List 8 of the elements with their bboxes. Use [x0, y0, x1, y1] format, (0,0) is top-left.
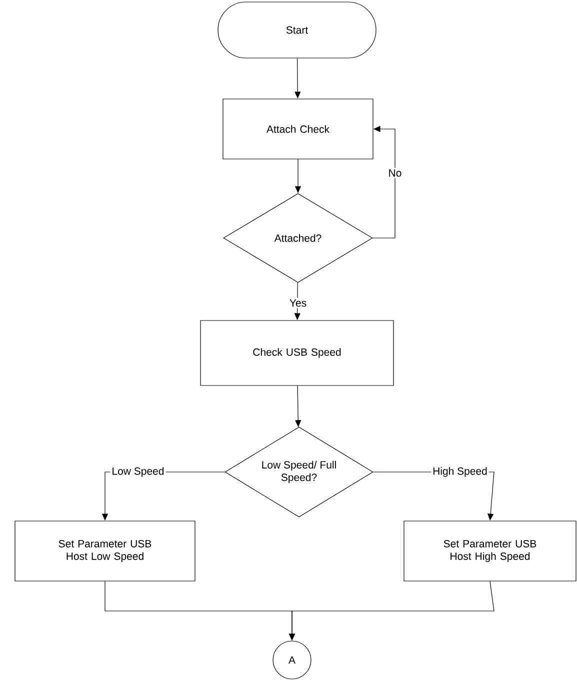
edge-label: High Speed — [431, 466, 489, 478]
edge-label: Low Speed — [110, 466, 166, 478]
process-box: Check USB Speed — [200, 320, 394, 386]
process-box: Attach Check — [222, 98, 374, 160]
edge-label: No — [386, 168, 404, 178]
process-box: Set Parameter USB Host Low Speed — [14, 520, 196, 582]
edge-label: Yes — [288, 298, 308, 308]
process-box: Set Parameter USB Host High Speed — [404, 520, 576, 582]
